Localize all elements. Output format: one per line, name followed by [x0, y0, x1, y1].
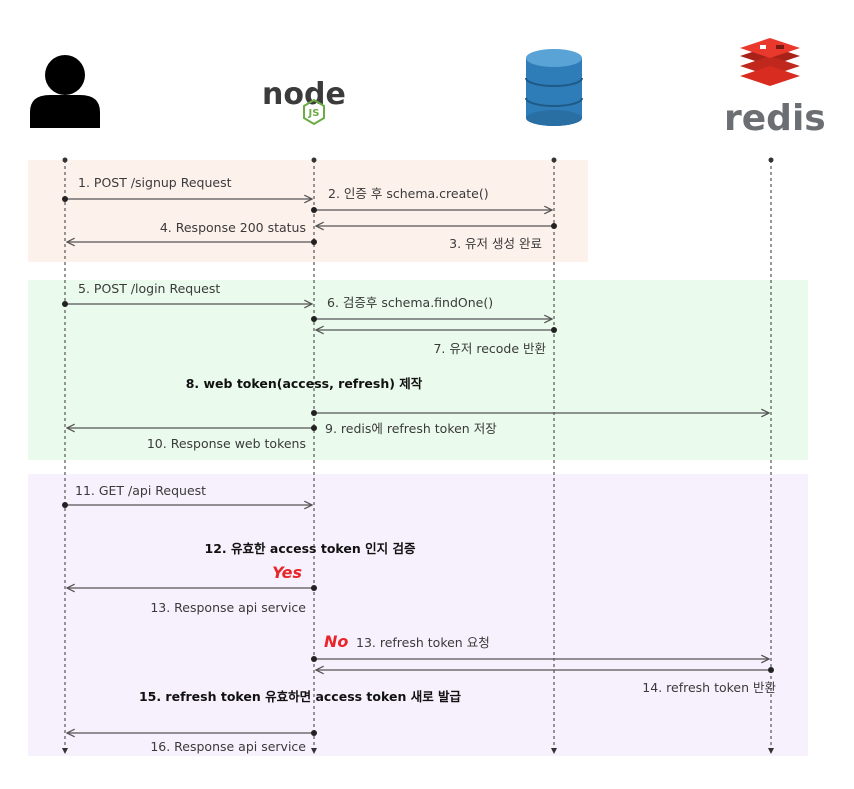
msg-3-label: 3. 유저 생성 완료: [449, 236, 542, 251]
msg-5-label: 5. POST /login Request: [78, 281, 220, 296]
msg-15-label: 15. refresh token 유효하면 access token 새로 발…: [139, 689, 462, 704]
yes-label: Yes: [272, 563, 302, 582]
msg-13b-label: 13. refresh token 요청: [356, 635, 490, 650]
redis-logo: redis: [724, 38, 826, 139]
msg-6-label: 6. 검증후 schema.findOne(): [327, 295, 493, 310]
msg-16-label: 16. Response api service: [150, 739, 306, 754]
arrow-origin-dots: [62, 196, 774, 736]
msg-10-label: 10. Response web tokens: [147, 436, 306, 451]
message-arrows: [65, 199, 771, 733]
msg-1-label: 1. POST /signup Request: [78, 175, 232, 190]
msg-12-label: 12. 유효한 access token 인지 검증: [205, 541, 416, 556]
nodejs-logo: node JS: [262, 77, 346, 126]
msg-4-label: 4. Response 200 status: [160, 220, 306, 235]
no-label: No: [324, 632, 348, 651]
database-icon: [525, 49, 583, 126]
msg-2-label: 2. 인증 후 schema.create(): [328, 186, 489, 201]
msg-13a-label: 13. Response api service: [150, 600, 306, 615]
lifelines: [62, 157, 774, 754]
signup-band: [28, 160, 588, 262]
js-logo-text: JS: [308, 108, 320, 119]
api-band: [28, 474, 808, 756]
user-icon: [30, 55, 100, 128]
msg-9-label: 9. redis에 refresh token 저장: [325, 421, 497, 436]
msg-8-label: 8. web token(access, refresh) 제작: [186, 376, 423, 391]
msg-14-label: 14. refresh token 반환: [642, 680, 776, 695]
msg-11-label: 11. GET /api Request: [75, 483, 206, 498]
msg-7-label: 7. 유저 recode 반환: [433, 341, 546, 356]
redis-logo-text: redis: [724, 98, 826, 139]
login-band: [28, 280, 808, 460]
